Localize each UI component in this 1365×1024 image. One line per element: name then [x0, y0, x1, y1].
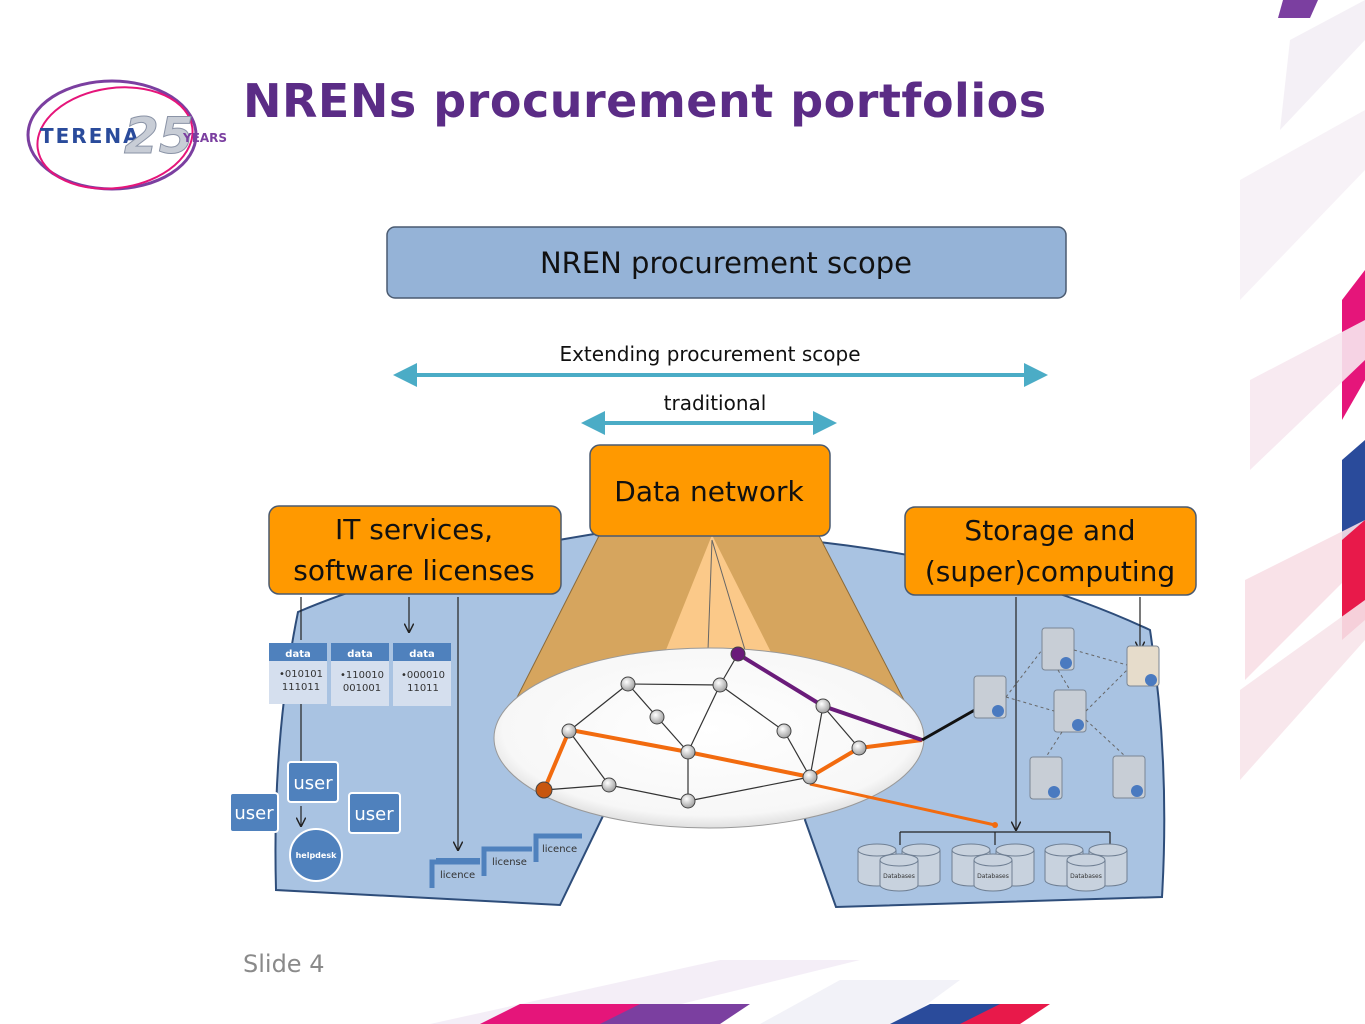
user-box-center: user: [287, 761, 339, 803]
data-network-box: [589, 444, 831, 537]
helpdesk-label: helpdesk: [296, 851, 338, 860]
orange-route-to-storage: [809, 782, 996, 827]
svg-text:11011: 11011: [407, 683, 439, 694]
storage-line2: (super)computing: [925, 555, 1175, 588]
storage-box: [904, 506, 1197, 596]
network-nodes: [535, 646, 867, 809]
user-box-right: user: [348, 792, 401, 834]
svg-text:data: data: [347, 649, 372, 660]
network-ellipse: [493, 647, 925, 829]
ribbon-red-bottom: [960, 1004, 1050, 1024]
data-network-label: Data network: [614, 475, 804, 508]
traditional-label: traditional: [664, 391, 767, 415]
database-bracket: [899, 831, 1111, 845]
svg-text:111011: 111011: [282, 682, 320, 693]
server-links: [1005, 649, 1128, 758]
svg-text:001001: 001001: [343, 683, 381, 694]
logo-text: TERENA: [40, 124, 141, 148]
svg-text:license: license: [492, 857, 527, 868]
server-icons: [973, 627, 1160, 800]
svg-text:licence: licence: [440, 870, 475, 881]
logo-years: YEARS: [182, 131, 227, 145]
scope-box-label: NREN procurement scope: [540, 246, 912, 280]
it-services-line2: software licenses: [293, 554, 534, 587]
data-card-1: data •010101 111011: [269, 643, 327, 704]
slide-title: NRENs procurement portfolios: [243, 74, 1047, 128]
terena-logo: TERENA 25 YEARS: [26, 79, 227, 191]
database-cluster-1: [857, 843, 941, 892]
it-services-line1: IT services,: [335, 513, 493, 546]
black-link: [921, 705, 981, 742]
data-card-2: data •110010 001001: [331, 643, 389, 706]
ribbon-purple-top: [1278, 0, 1318, 18]
svg-text:licence: licence: [542, 844, 577, 855]
it-services-box: [268, 505, 562, 595]
slide-number: Slide 4: [243, 950, 325, 978]
database-label-2: Databases: [977, 873, 1009, 880]
extending-scope-label: Extending procurement scope: [559, 342, 860, 366]
logo-25: 25: [124, 107, 194, 165]
license-tab-2: license: [481, 846, 532, 876]
data-card-3: data •000010 11011: [393, 643, 451, 706]
logo-ring-magenta: [36, 86, 194, 190]
svg-text:•000010: •000010: [401, 670, 445, 681]
database-label-3: Databases: [1070, 873, 1102, 880]
svg-text:user: user: [293, 773, 333, 794]
database-label-1: Databases: [883, 873, 915, 880]
helpdesk-circle: [289, 828, 343, 882]
ribbon-purple-bottom: [600, 1004, 750, 1024]
svg-text:data: data: [285, 649, 310, 660]
user-box-left: user: [229, 792, 279, 833]
svg-text:•110010: •110010: [340, 670, 384, 681]
svg-text:user: user: [354, 804, 394, 825]
svg-text:data: data: [409, 649, 434, 660]
svg-text:•010101: •010101: [279, 669, 323, 680]
nren-procurement-scope-box: [386, 226, 1067, 299]
license-tab-1: licence: [429, 858, 480, 888]
ribbon-magenta-bottom: [480, 1004, 640, 1024]
svg-text:user: user: [234, 803, 274, 824]
database-cluster-3: [1044, 843, 1128, 892]
database-cluster-2: [951, 843, 1035, 892]
license-tab-3: licence: [533, 833, 582, 862]
storage-line1: Storage and: [964, 514, 1135, 547]
